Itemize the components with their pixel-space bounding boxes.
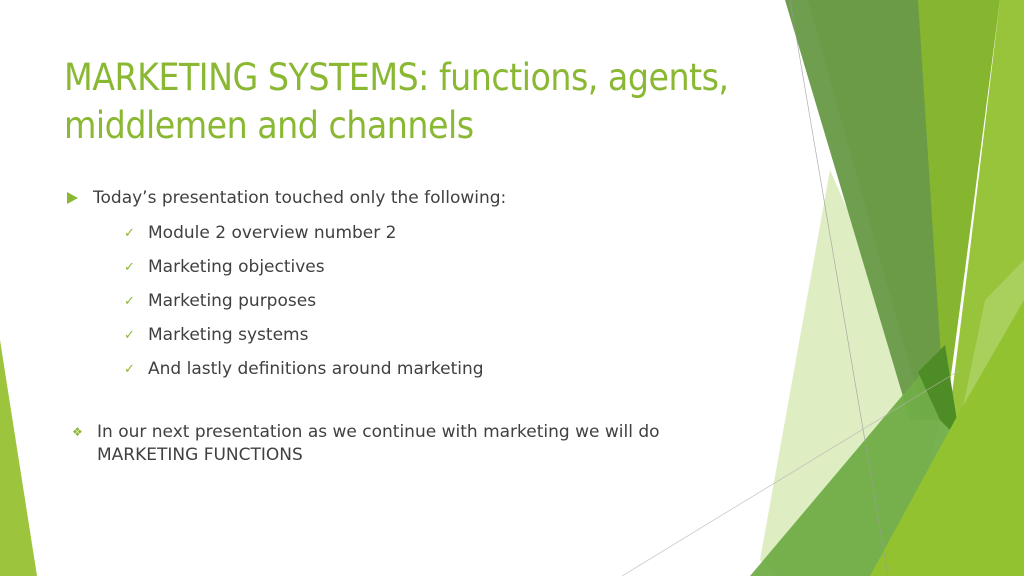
list-item: ✓ And lastly definitions around marketin… [124,352,484,386]
sub-bullet-list: ✓ Module 2 overview number 2 ✓ Marketing… [124,216,484,386]
thin-diagonal-line-2 [621,369,961,576]
checkmark-icon: ✓ [124,225,135,241]
left-green-triangle [0,340,37,576]
thin-diagonal-line-1 [789,0,889,576]
next-presentation-text: In our next presentation as we continue … [97,421,737,467]
checkmark-icon: ✓ [124,293,135,309]
checkmark-icon: ✓ [124,361,135,377]
next-line-2: MARKETING FUNCTIONS [97,445,303,465]
next-presentation-bullet: ❖ In our next presentation as we continu… [72,421,737,467]
list-item-text: And lastly definitions around marketing [148,359,484,379]
list-item-text: Module 2 overview number 2 [148,223,397,243]
next-line-1: In our next presentation as we continue … [97,422,660,442]
list-item-text: Marketing purposes [148,291,317,311]
dark-green-band-2 [808,0,948,420]
main-bullet: Today’s presentation touched only the fo… [64,184,506,212]
list-item: ✓ Module 2 overview number 2 [124,216,484,250]
bright-green-wedge [870,300,1024,576]
list-item: ✓ Marketing systems [124,318,484,352]
mid-green-band [918,0,1000,420]
list-item-text: Marketing systems [148,325,309,345]
triangle-right-icon [67,192,78,204]
checkmark-icon: ✓ [124,327,135,343]
diamond-cluster-icon: ❖ [72,425,83,439]
deep-green-overlap [918,345,960,440]
slide-title: MARKETING SYSTEMS: functions, agents, mi… [64,56,729,147]
checkmark-icon: ✓ [124,259,135,275]
list-item: ✓ Marketing objectives [124,250,484,284]
main-bullet-text: Today’s presentation touched only the fo… [93,188,507,208]
list-item-text: Marketing objectives [148,257,325,277]
list-item: ✓ Marketing purposes [124,284,484,318]
